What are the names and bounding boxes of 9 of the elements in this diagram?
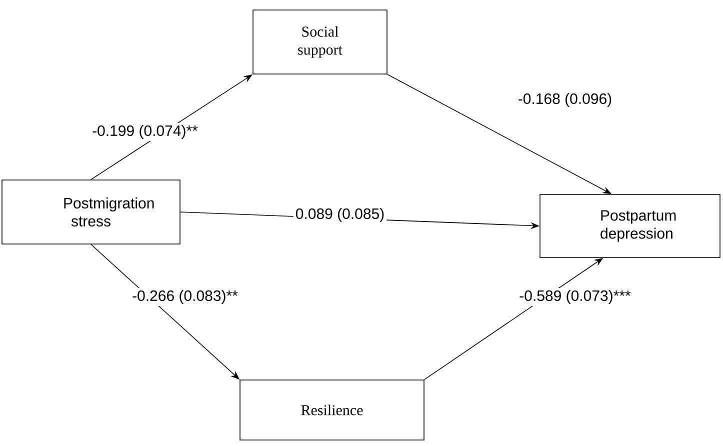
edge-label: 0.089 (0.085)	[293, 206, 387, 224]
box: Postpartum depression	[540, 194, 720, 258]
box: Social support	[252, 10, 388, 74]
edge-label: -0.589 (0.073)***	[517, 288, 633, 306]
box: Resilience	[240, 380, 424, 440]
edge-label: -0.168 (0.096)	[516, 91, 614, 109]
edge-label: -0.266 (0.083)**	[130, 288, 240, 306]
box: Postmigration stress	[2, 180, 180, 244]
edge-label: -0.199 (0.074)**	[90, 123, 200, 141]
